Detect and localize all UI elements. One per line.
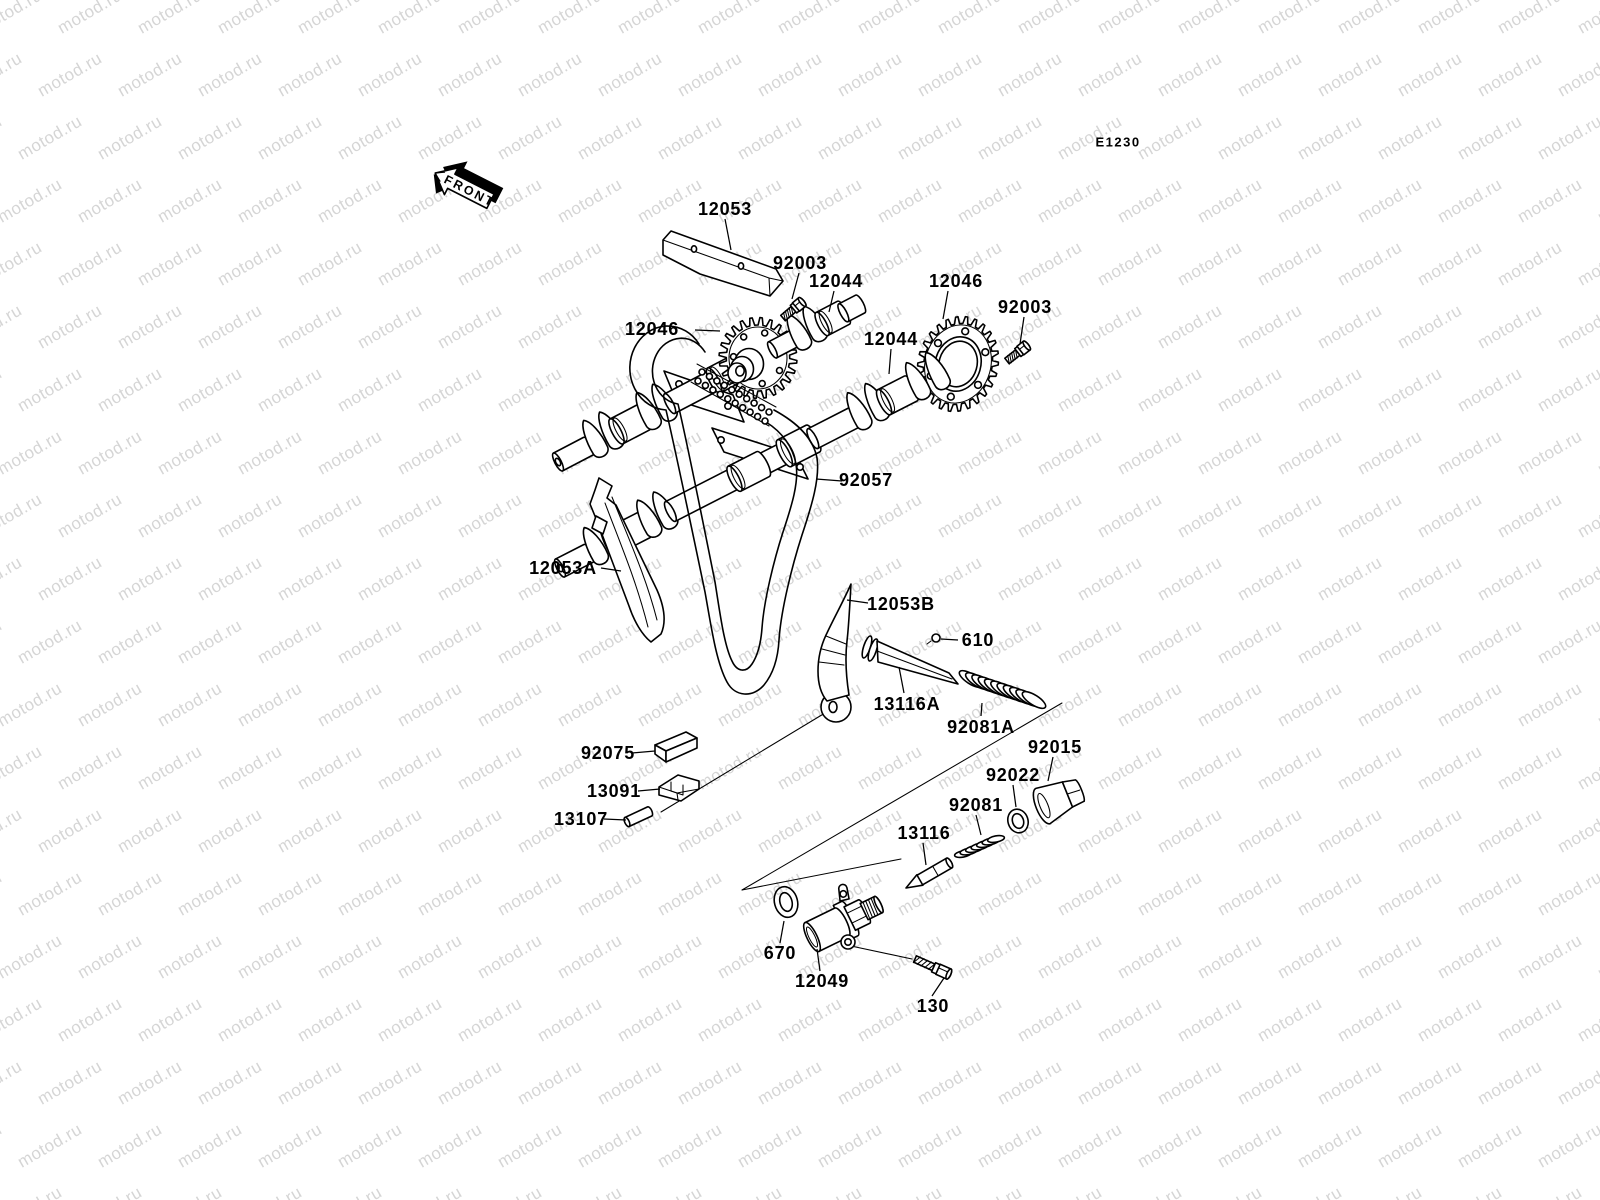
leader-line-13091	[637, 788, 661, 792]
leader-line-12044	[828, 290, 835, 313]
part-label-12044-6: 12044	[864, 329, 918, 349]
part-label-92022-14: 92022	[986, 765, 1040, 785]
cap-92015	[1032, 779, 1086, 825]
leader-line-130	[931, 977, 945, 997]
part-label-92075-15: 92075	[581, 743, 635, 763]
part-label-670-20: 670	[764, 943, 796, 963]
bolt-92003-left	[779, 296, 807, 322]
tensioner-body-12049	[802, 883, 913, 960]
tensioner-blade-12053B	[817, 583, 852, 723]
part-label-92003-1: 92003	[773, 253, 827, 273]
part-label-13091-16: 13091	[587, 781, 641, 801]
part-label-12046-3: 12046	[929, 271, 983, 291]
leader-line-12049	[816, 948, 821, 972]
leader-line-12053	[724, 218, 732, 251]
part-label-12053-0: 12053	[698, 199, 752, 219]
leader-line-92081	[975, 814, 982, 836]
damper-92075	[654, 731, 698, 763]
leader-line-92081A	[980, 702, 983, 717]
washer-92022	[1006, 808, 1030, 834]
pin-13107	[623, 806, 654, 828]
diagram-code: E1230	[1095, 135, 1140, 150]
part-label-130-22: 130	[917, 996, 949, 1016]
chain-guide-front-12053A	[589, 477, 666, 643]
part-label-12053B-9: 12053B	[867, 594, 935, 614]
leader-line-670	[779, 920, 785, 944]
leader-line-12053B	[846, 599, 869, 604]
part-label-13107-18: 13107	[554, 809, 608, 829]
leader-line-13116A	[898, 666, 905, 694]
part-label-13116A-11: 13116A	[874, 694, 941, 714]
part-label-92003-4: 92003	[998, 297, 1052, 317]
part-label-12046-5: 12046	[625, 319, 679, 339]
camshaft-12044-rear	[553, 351, 952, 578]
alignment-lines-tensioner	[741, 702, 1063, 891]
part-label-92015-13: 92015	[1028, 737, 1082, 757]
sprocket-12046-rear	[916, 315, 1000, 413]
front-direction-arrow: FRONT	[433, 161, 504, 210]
part-label-92081-17: 92081	[949, 795, 1003, 815]
leader-line-12053A	[600, 567, 622, 572]
leader-line-92003	[1019, 316, 1025, 345]
leader-line-13107	[603, 818, 627, 821]
spring-92081A	[958, 669, 1047, 710]
cap-610	[926, 633, 941, 645]
part-label-610-10: 610	[962, 630, 994, 650]
bolt-130	[912, 955, 953, 980]
leader-line-12044	[888, 348, 892, 375]
o-ring-670	[773, 885, 799, 919]
part-label-92081A-12: 92081A	[947, 717, 1015, 737]
part-label-13116-19: 13116	[897, 823, 950, 843]
chain-guide-upper-12053	[662, 230, 784, 297]
part-label-12053A-8: 12053A	[529, 558, 597, 578]
rod-13116	[905, 857, 954, 889]
leader-line-92003	[791, 272, 800, 300]
leader-line-92015	[1047, 756, 1054, 782]
leader-line-12046	[694, 329, 721, 332]
leader-line-92075	[631, 750, 656, 754]
part-label-12044-2: 12044	[809, 271, 863, 291]
push-rod-13116A	[861, 635, 959, 685]
bolt-92003-right	[1004, 340, 1032, 365]
leader-line-92057	[815, 478, 843, 482]
spring-92081	[953, 834, 1006, 859]
part-label-12049-21: 12049	[795, 971, 849, 991]
part-label-92057-7: 92057	[839, 470, 893, 490]
leader-line-610	[940, 638, 959, 641]
leader-line-12046	[942, 290, 949, 320]
leader-line-13116	[922, 842, 927, 866]
camshaft-12044-front-right	[766, 294, 867, 359]
leader-line-92022	[1012, 784, 1017, 808]
holder-13091	[658, 774, 700, 802]
cam-chain-92057	[629, 325, 819, 695]
